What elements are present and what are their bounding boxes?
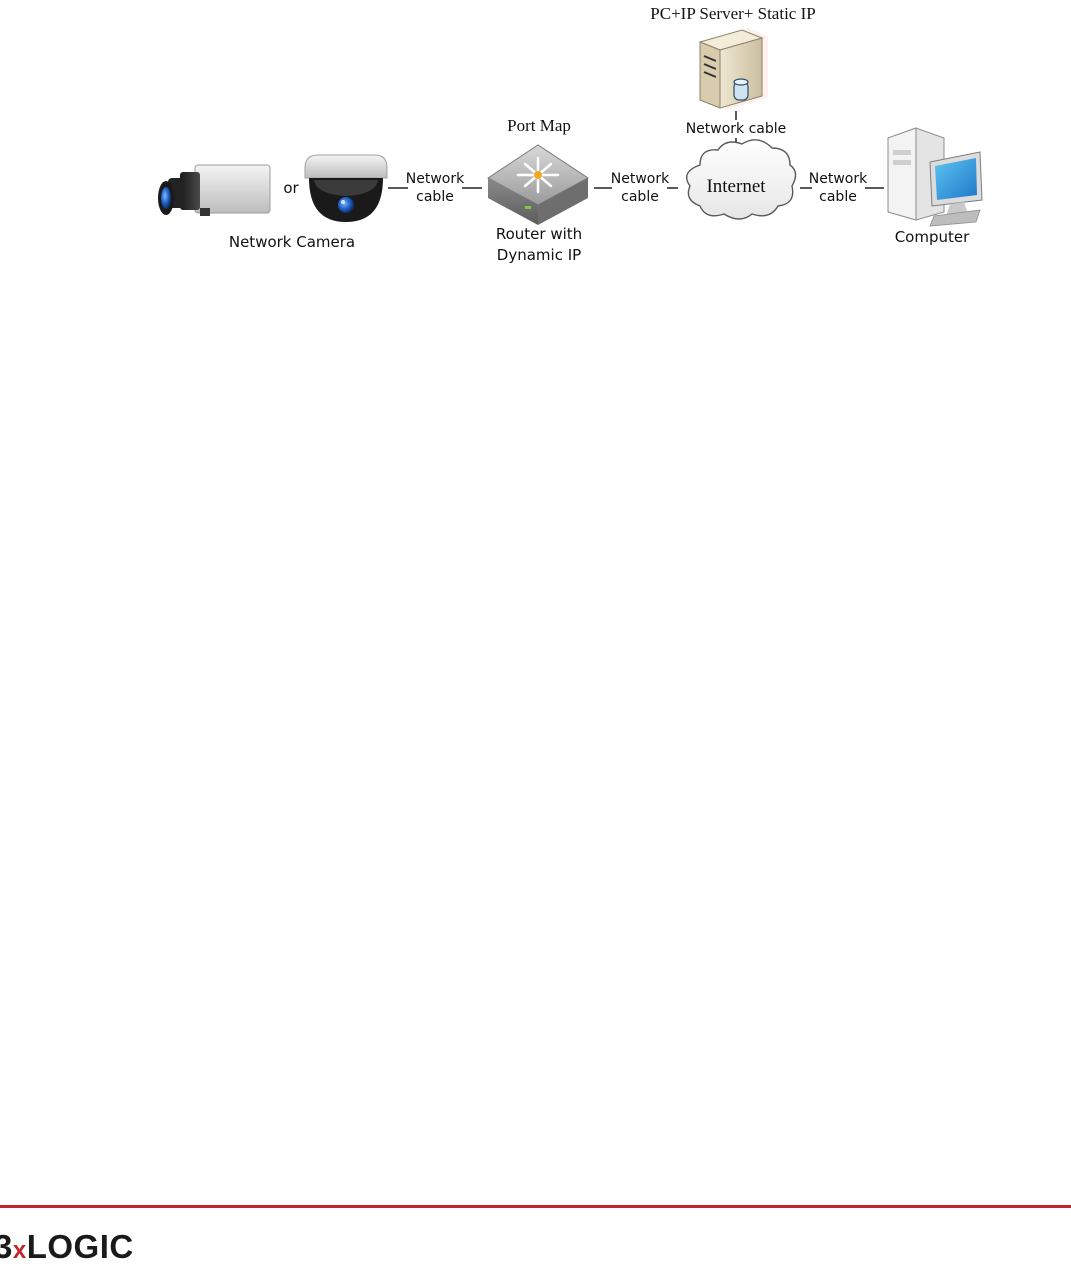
link-internet-computer: Network cable	[800, 171, 884, 205]
router-label-line1: Router with	[496, 225, 582, 243]
footer-divider	[0, 1205, 1071, 1208]
camera-label: Network Camera	[229, 233, 355, 251]
link-label: cable	[819, 189, 857, 205]
link-label: Network	[809, 171, 868, 187]
link-label: Network	[406, 171, 465, 187]
router-top-label: Port Map	[507, 116, 571, 135]
cloud-icon: Internet	[686, 139, 797, 220]
logo-suffix: LOGIC	[26, 1228, 134, 1265]
dome-camera-icon	[304, 154, 388, 222]
link-label: cable	[621, 189, 659, 205]
network-diagram: or Network Camera Network cable Port Map	[158, 4, 983, 264]
link-server-internet: Network cable	[686, 111, 787, 147]
link-router-internet: Network cable	[594, 171, 678, 205]
computer-icon	[887, 127, 983, 227]
internet-label: Internet	[706, 176, 766, 197]
server-label: PC+IP Server+ Static IP	[650, 4, 815, 23]
link-label: cable	[416, 189, 454, 205]
router-icon	[487, 144, 589, 225]
camera-or-label: or	[283, 179, 299, 197]
logo-prefix: 3	[0, 1228, 13, 1265]
box-camera-icon	[158, 164, 271, 216]
server-icon	[698, 28, 768, 110]
router-label-line2: Dynamic IP	[497, 246, 581, 264]
logo-x: x	[12, 1237, 27, 1264]
computer-label: Computer	[895, 228, 970, 246]
link-label: Network	[611, 171, 670, 187]
company-logo: 3xLOGIC	[0, 1228, 134, 1266]
link-camera-router: Network cable	[388, 171, 482, 205]
link-label: Network cable	[686, 121, 787, 137]
